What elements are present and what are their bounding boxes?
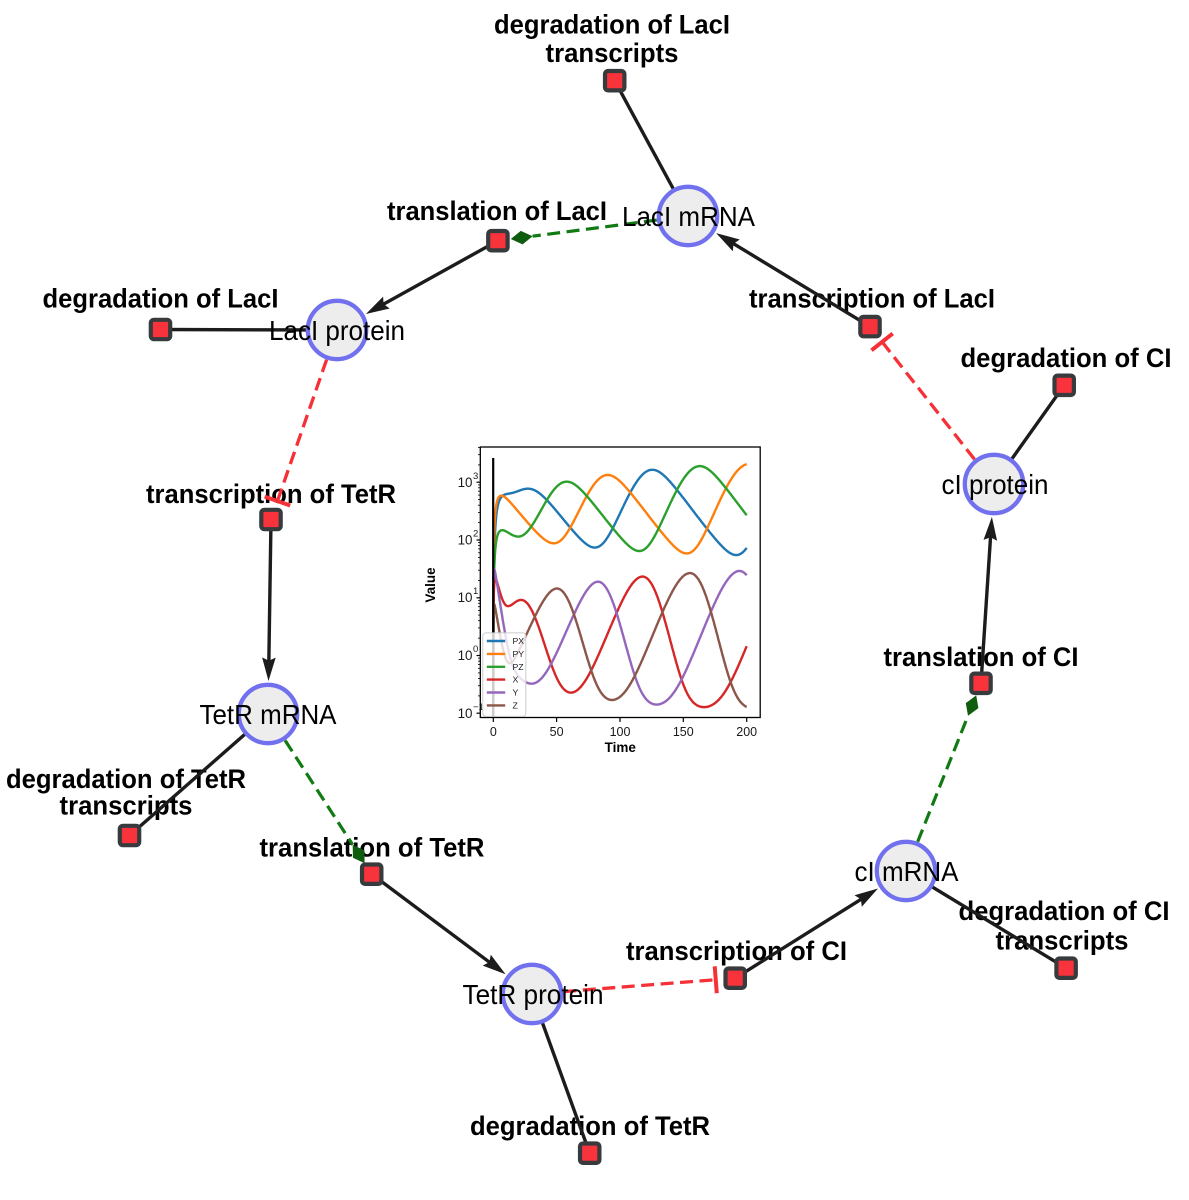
- svg-text:degradation of CI: degradation of CI: [959, 896, 1170, 926]
- svg-text:degradation of CI: degradation of CI: [961, 343, 1172, 373]
- svg-text:transcription of LacI: transcription of LacI: [749, 284, 995, 314]
- svg-text:TetR protein: TetR protein: [463, 979, 604, 1010]
- svg-text:transcripts: transcripts: [546, 38, 679, 68]
- svg-text:2: 2: [473, 529, 478, 540]
- svg-text:PX: PX: [513, 636, 525, 646]
- svg-text:10: 10: [458, 590, 473, 605]
- svg-text:cI protein: cI protein: [942, 469, 1049, 500]
- svg-text:10: 10: [458, 706, 473, 721]
- svg-text:50: 50: [550, 725, 564, 739]
- svg-text:degradation of LacI: degradation of LacI: [494, 10, 730, 40]
- svg-text:0: 0: [490, 725, 497, 739]
- svg-text:3: 3: [473, 471, 478, 482]
- svg-text:10: 10: [458, 533, 473, 548]
- svg-text:PZ: PZ: [513, 662, 525, 672]
- svg-text:transcripts: transcripts: [60, 791, 193, 821]
- svg-text:degradation of TetR: degradation of TetR: [6, 764, 246, 794]
- svg-text:X: X: [513, 675, 519, 685]
- svg-text:TetR mRNA: TetR mRNA: [200, 699, 337, 730]
- svg-text:Value: Value: [423, 567, 438, 603]
- svg-text:cI mRNA: cI mRNA: [855, 856, 959, 887]
- svg-text:transcription of TetR: transcription of TetR: [146, 479, 396, 509]
- svg-text:translation of TetR: translation of TetR: [260, 833, 485, 863]
- svg-text:1: 1: [473, 586, 478, 597]
- svg-text:Z: Z: [513, 700, 519, 710]
- svg-text:200: 200: [736, 725, 757, 739]
- svg-text:LacI protein: LacI protein: [269, 315, 405, 346]
- svg-text:150: 150: [673, 725, 694, 739]
- svg-text:−1: −1: [473, 702, 484, 713]
- svg-text:100: 100: [610, 725, 631, 739]
- svg-text:10: 10: [458, 648, 473, 663]
- svg-text:degradation of LacI: degradation of LacI: [43, 284, 279, 314]
- svg-text:degradation of TetR: degradation of TetR: [470, 1111, 710, 1141]
- svg-text:transcripts: transcripts: [996, 926, 1129, 956]
- svg-text:PY: PY: [513, 649, 525, 659]
- svg-text:0: 0: [473, 644, 478, 655]
- svg-text:Y: Y: [513, 688, 519, 698]
- svg-text:transcription of CI: transcription of CI: [626, 936, 847, 966]
- svg-text:translation of LacI: translation of LacI: [387, 196, 607, 226]
- svg-text:10: 10: [458, 475, 473, 490]
- svg-text:LacI mRNA: LacI mRNA: [622, 201, 755, 232]
- svg-text:Time: Time: [605, 740, 637, 755]
